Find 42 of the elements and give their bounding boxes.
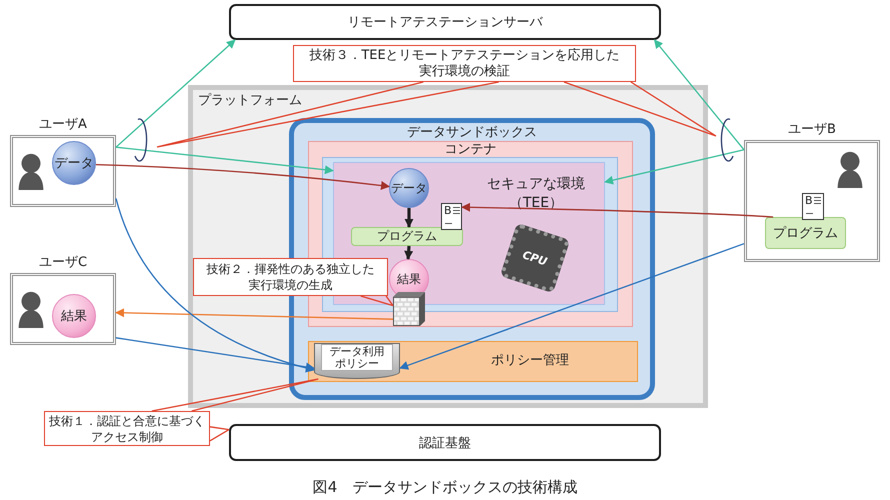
arrow [115, 308, 394, 320]
callout-box: 技術３．TEEとリモートアテステーションを応用した実行環境の検証 [293, 45, 636, 82]
arrow [654, 39, 744, 150]
result-circle: 結果 [52, 294, 96, 338]
document-sheet: B [441, 203, 462, 230]
platform-panel [188, 85, 708, 408]
arrow [116, 337, 315, 372]
document-sheet: B [802, 193, 824, 220]
user-label: ユーザA [39, 117, 87, 133]
auth-box: 認証基盤 [229, 424, 661, 461]
callout-pointer [209, 426, 230, 442]
arrow [115, 198, 315, 372]
policy-panel [308, 341, 638, 382]
cpu-chip: CPU [500, 222, 570, 294]
data-circle: データ [389, 168, 429, 208]
panel-title: プラットフォーム [198, 93, 302, 109]
panel-title: データサンドボックス [407, 125, 537, 141]
program-box: プログラム [765, 217, 846, 249]
panel-title: コンテナ [444, 142, 496, 158]
program-box: プログラム [351, 227, 463, 246]
database-cylinder [314, 343, 400, 379]
callout-pointer [156, 81, 500, 148]
arrow [604, 149, 744, 185]
arrow [116, 39, 236, 148]
data-circle: データ [52, 141, 96, 185]
callout-pointer [151, 378, 319, 412]
arrow [399, 243, 744, 370]
document-label: データ利用ポリシー [321, 344, 393, 371]
callout-box: 技術２．揮発性のある独立した実行環境の生成 [193, 258, 388, 296]
arrow [96, 164, 390, 190]
arrow [116, 146, 334, 174]
arrow [404, 208, 414, 228]
arrow [404, 246, 414, 260]
panel-title: ポリシー管理 [491, 353, 569, 369]
user-label: ユーザC [38, 255, 88, 271]
arrow [461, 202, 774, 218]
figure-caption: 図4 データサンドボックスの技術構成 [312, 478, 578, 496]
user-label: ユーザB [788, 122, 836, 138]
server-box: リモートアテステーションサーバ [229, 4, 661, 40]
firewall-icon [393, 292, 425, 326]
callout-pointer [563, 81, 717, 137]
callout-box: 技術１．認証と合意に基づくアクセス制御 [44, 411, 210, 446]
